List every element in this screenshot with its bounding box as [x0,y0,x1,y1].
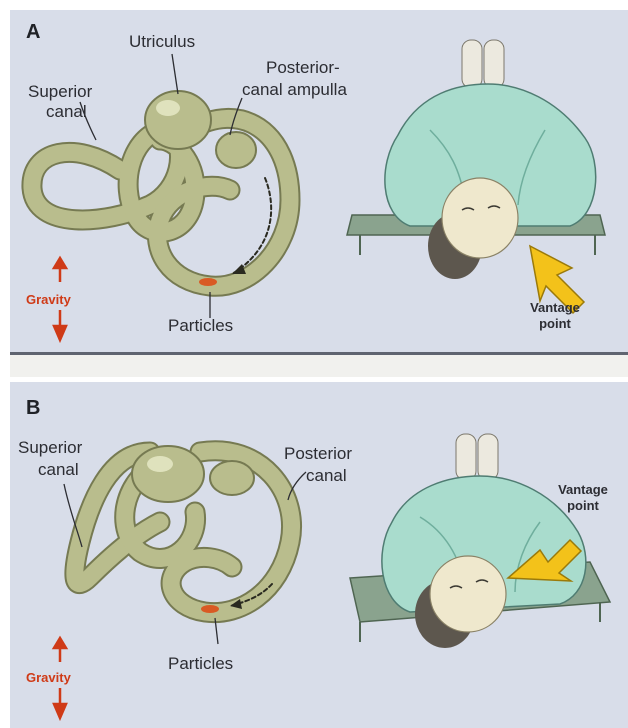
panel-a-letter: A [26,22,40,42]
vantage-label-b-line1: Vantage [546,482,620,498]
vantage-label-line2: point [520,316,590,332]
particles-b-mark [201,605,219,613]
particles-label: Particles [168,316,233,336]
panel-a: A Utriculus Superior canal Posterior- ca… [10,10,628,355]
posterior-ampulla-label-line2: canal ampulla [242,80,347,100]
superior-canal-label-b-line2: canal [38,460,79,480]
particles-a-mark [199,278,217,286]
gravity-label-b: Gravity [26,668,71,688]
labyrinth-b [75,446,292,613]
utriculus-label: Utriculus [129,32,195,52]
panel-separator [10,355,628,377]
superior-canal-label-line1: Superior [28,82,92,102]
panel-b-illustration [10,382,628,728]
vantage-point-label-b: Vantage point [546,482,620,514]
gravity-label: Gravity [26,290,71,310]
posterior-canal-label-line2: canal [306,466,347,486]
panel-b: B Superior canal Posterior canal Particl… [10,382,628,728]
superior-canal-label-line2: canal [46,102,87,122]
superior-canal-label-b-line1: Superior [18,438,82,458]
particles-label-b: Particles [168,654,233,674]
patient-a [347,40,605,279]
posterior-ampulla-label-line1: Posterior- [266,58,340,78]
posterior-canal-label-line1: Posterior [284,444,352,464]
vantage-label-line1: Vantage [520,300,590,316]
vantage-point-label: Vantage point [520,300,590,332]
panel-b-letter: B [26,398,40,418]
vantage-label-b-line2: point [546,498,620,514]
